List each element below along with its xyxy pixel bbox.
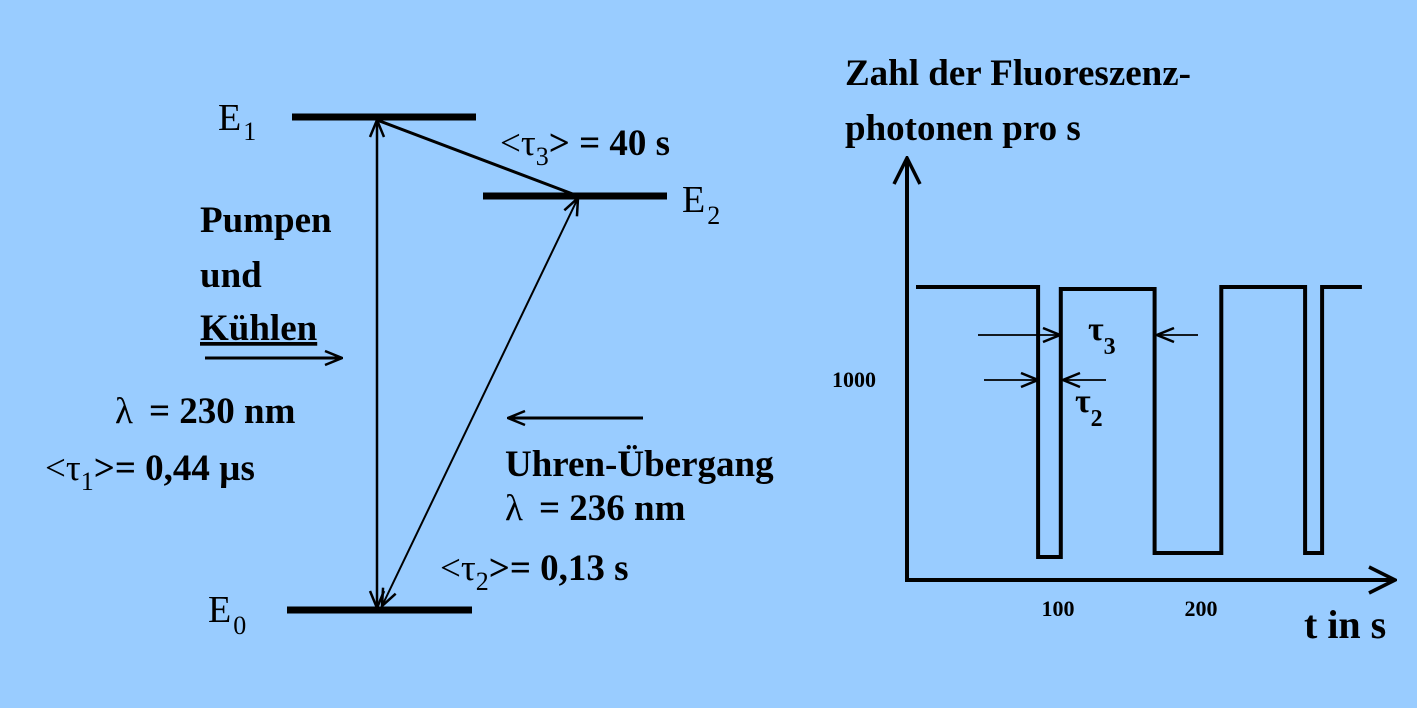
e2-lifetime: <τ3> = 40 s <box>500 123 670 171</box>
tau2-label: τ2 <box>1075 383 1103 432</box>
x-tick-100: 100 <box>1042 596 1075 621</box>
label-e2: E2 <box>682 179 720 230</box>
fluorescence-signal-line <box>916 285 1362 559</box>
pump-wavelength: λ= 230 nm <box>115 391 296 432</box>
clock-transition-arrow <box>382 198 578 606</box>
x-tick-200: 200 <box>1185 596 1218 621</box>
clock-label: Uhren-Übergang <box>505 444 774 485</box>
chart-title-line1: Zahl der Fluoreszenz- <box>845 53 1191 94</box>
pump-label-line1: Pumpen <box>200 200 332 241</box>
label-e1: E1 <box>218 97 256 146</box>
tau3-label: τ3 <box>1088 311 1116 360</box>
decay-e1-e2-line <box>376 118 579 198</box>
label-e0: E0 <box>208 589 246 640</box>
pump-label-line3: Kühlen <box>200 308 318 349</box>
pump-lifetime: <τ1>= 0,44 µs <box>45 448 255 496</box>
clock-wavelength: λ= 236 nm <box>505 488 686 529</box>
pump-label-line2: und <box>200 255 262 296</box>
x-axis-label: t in s <box>1304 602 1386 647</box>
clock-lifetime: <τ2>= 0,13 s <box>440 548 629 596</box>
chart-title-line2: photonen pro s <box>845 108 1081 149</box>
y-tick-1000: 1000 <box>832 367 876 392</box>
